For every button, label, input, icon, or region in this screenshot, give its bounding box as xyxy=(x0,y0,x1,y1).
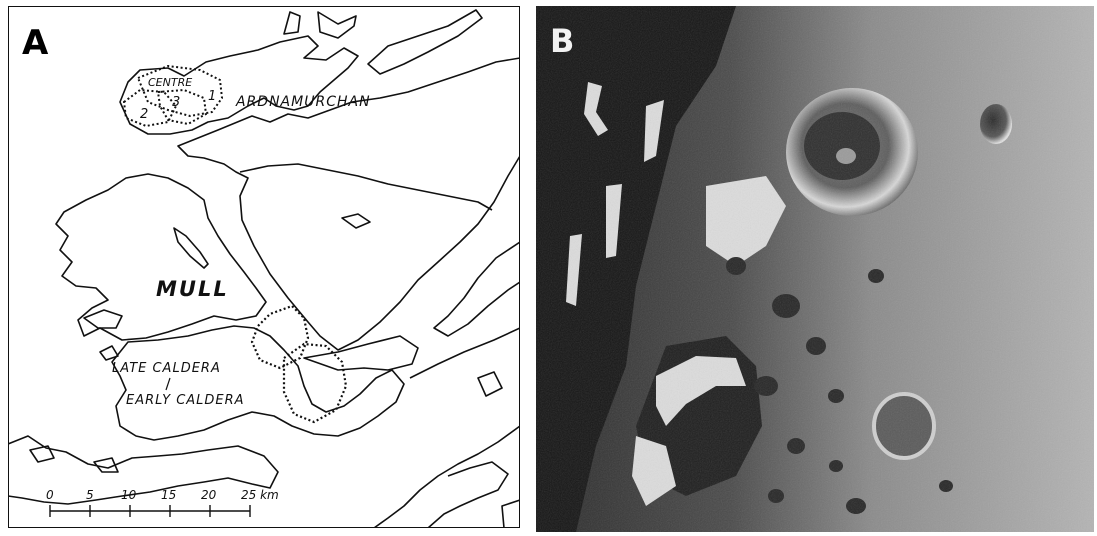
label-early-caldera: EARLY CALDERA xyxy=(126,393,245,408)
coastline-morvern-inner xyxy=(239,163,493,211)
coastline-east-2 xyxy=(373,327,521,529)
label-centre-2: 2 xyxy=(140,107,148,122)
label-centre: CENTRE xyxy=(148,76,192,89)
lunar-photo-svg: B xyxy=(536,6,1094,532)
scale-tick-5: 5 xyxy=(86,488,94,502)
coastline-ardnamurchan xyxy=(119,35,359,135)
scale-tick-25-km: 25 km xyxy=(241,488,279,502)
label-centre-1: 1 xyxy=(208,89,216,104)
label-mull: MULL xyxy=(156,277,229,301)
scale-tick-20: 20 xyxy=(201,488,217,502)
panel-b-photo: B xyxy=(536,6,1094,532)
label-late-caldera: LATE CALDERA xyxy=(112,361,221,376)
mull-calderas xyxy=(250,304,348,424)
label-ardnamurchan: ARDNAMURCHAN xyxy=(235,94,371,110)
coastline-east-3 xyxy=(433,241,521,337)
centre-ring-2 xyxy=(122,88,178,128)
coastline-islet-1 xyxy=(83,309,123,329)
loch-morvern xyxy=(341,213,371,229)
label-centre-3: 3 xyxy=(172,95,180,110)
film-grain xyxy=(536,6,1094,532)
centre-ring-3 xyxy=(156,88,208,126)
coastline-islet-2 xyxy=(99,345,119,361)
centre-ring-1 xyxy=(136,64,224,118)
panel-b-letter: B xyxy=(550,22,574,60)
caldera-leader-line xyxy=(165,377,171,391)
ardnamurchan-centres xyxy=(122,64,224,128)
late-caldera-ring xyxy=(250,304,310,370)
scale-bar: 0 5 10 15 20 25 km xyxy=(46,488,279,517)
map-svg: A CENTRE 1 2 3 ARDNAMURCHAN MULL LATE CA… xyxy=(7,5,521,529)
coastline-morvern xyxy=(177,57,521,351)
scale-tick-10: 10 xyxy=(121,488,137,502)
coastline-islet-3 xyxy=(29,445,55,463)
coastline-north-1 xyxy=(283,11,301,35)
coastline-east-6 xyxy=(477,371,503,397)
coastline-east-1 xyxy=(303,335,419,371)
coastline-southwest xyxy=(7,435,279,505)
loch-mull xyxy=(173,227,209,269)
scale-tick-15: 15 xyxy=(161,488,176,502)
panel-a-map: A CENTRE 1 2 3 ARDNAMURCHAN MULL LATE CA… xyxy=(7,5,521,529)
scale-tick-0: 0 xyxy=(46,488,54,502)
map-frame xyxy=(7,5,521,529)
coastline-north-3 xyxy=(367,9,483,75)
coastline-north-2 xyxy=(317,11,357,39)
panel-a-letter: A xyxy=(22,23,49,63)
scale-bar-ticks xyxy=(49,505,251,517)
coastline-mull xyxy=(55,173,267,341)
coastlines xyxy=(7,9,521,529)
coastline-mull-south xyxy=(111,325,405,441)
coastline-islet-4 xyxy=(93,457,119,473)
coastline-east-4 xyxy=(427,461,509,529)
